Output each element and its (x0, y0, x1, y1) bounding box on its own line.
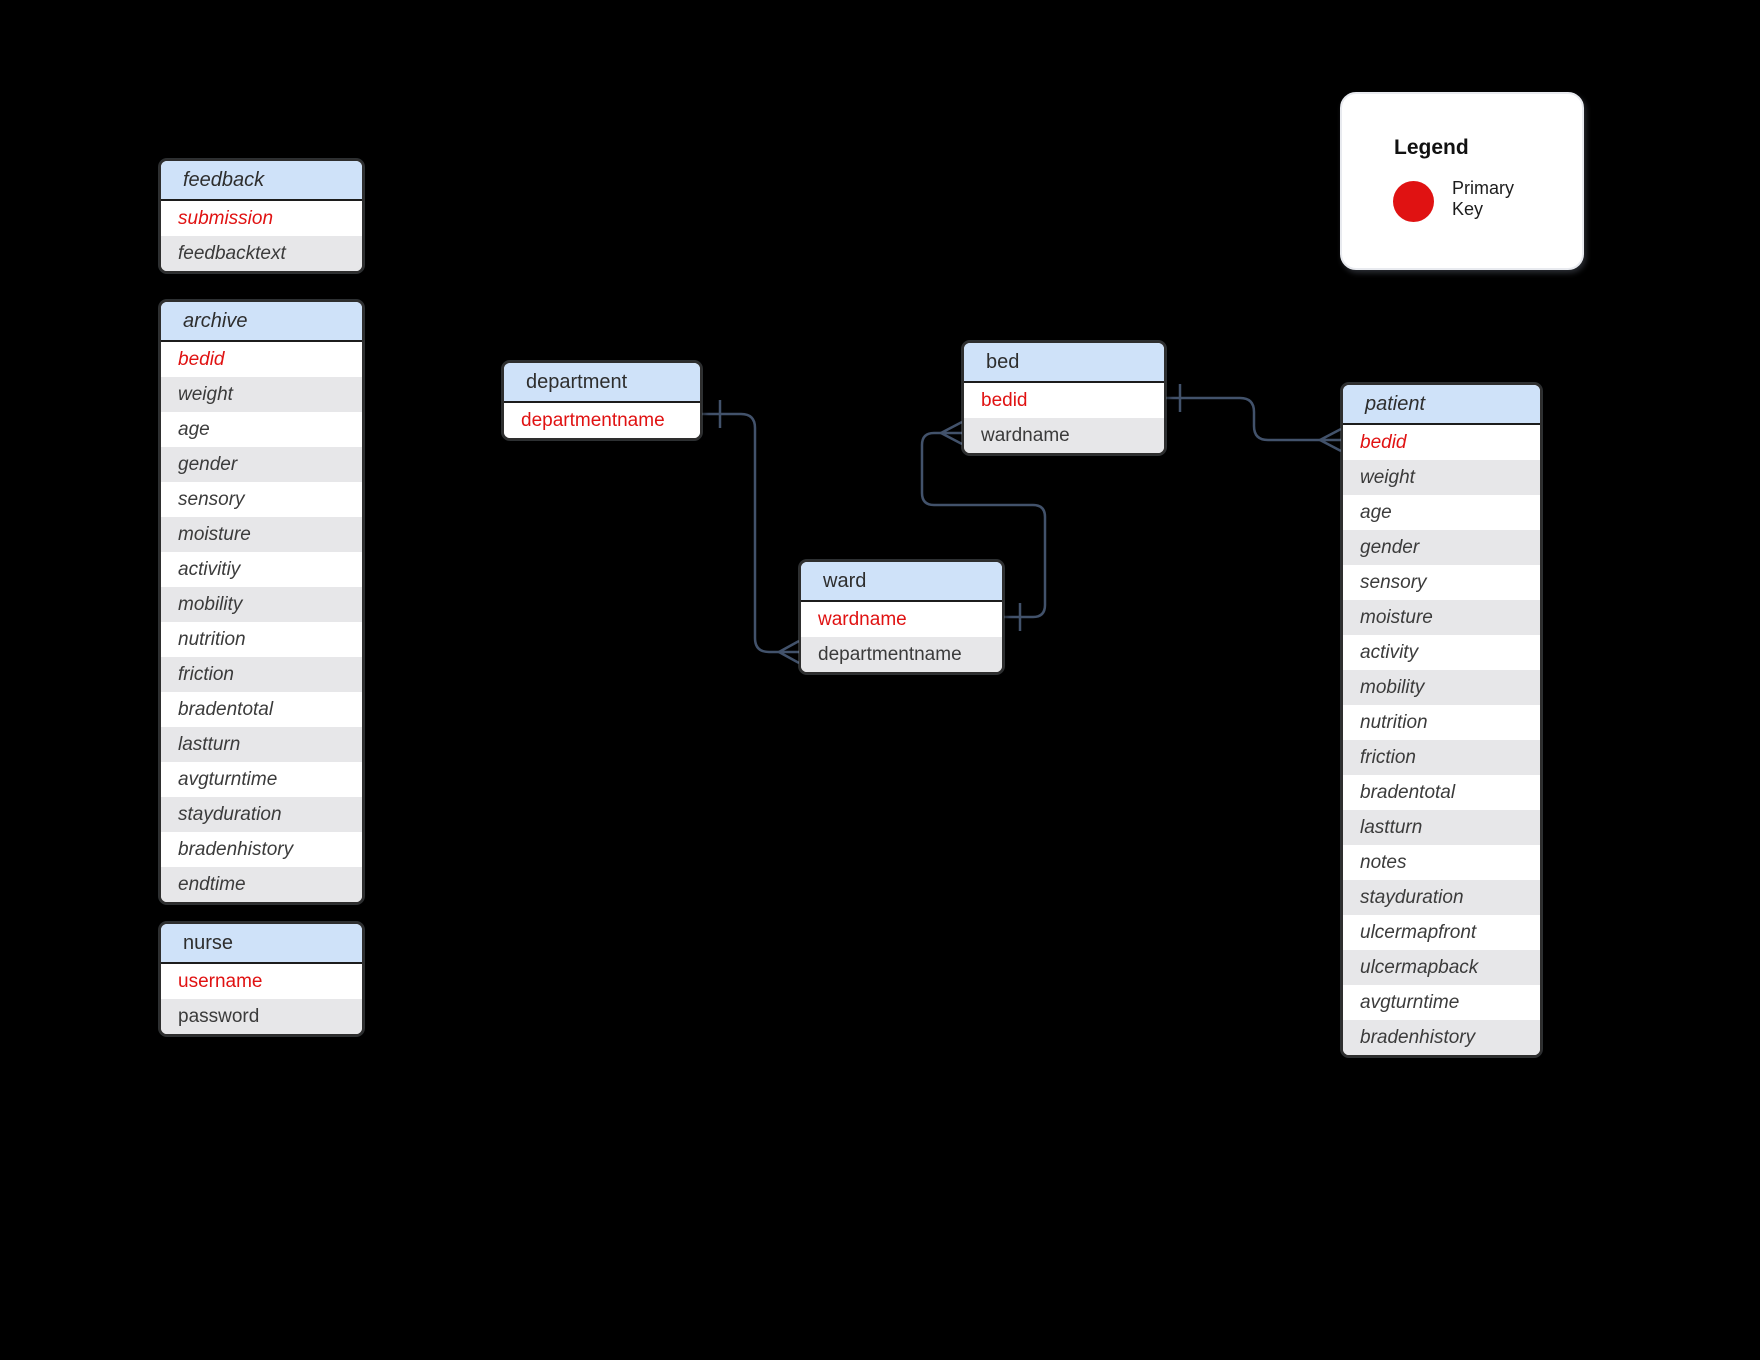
field-archive-friction[interactable]: friction (161, 657, 362, 692)
crow-foot-icon (1318, 427, 1342, 453)
entity-title-department[interactable]: department (504, 363, 700, 403)
field-department-departmentname[interactable]: departmentname (504, 403, 700, 438)
field-ward-departmentname[interactable]: departmentname (801, 637, 1002, 672)
field-patient-nutrition[interactable]: nutrition (1343, 705, 1540, 740)
field-patient-bradenhistory[interactable]: bradenhistory (1343, 1020, 1540, 1055)
field-archive-age[interactable]: age (161, 412, 362, 447)
relationship-ward-bed[interactable] (920, 420, 1047, 631)
legend-title: Legend (1394, 136, 1469, 159)
field-patient-weight[interactable]: weight (1343, 460, 1540, 495)
field-bed-bedid[interactable]: bedid (964, 383, 1164, 418)
field-feedback-feedbacktext[interactable]: feedbacktext (161, 236, 362, 271)
field-patient-ulcermapfront[interactable]: ulcermapfront (1343, 915, 1540, 950)
crow-foot-icon (777, 639, 800, 665)
connector-line (698, 412, 779, 654)
field-archive-moisture[interactable]: moisture (161, 517, 362, 552)
crow-foot-icon (939, 420, 963, 446)
field-archive-gender[interactable]: gender (161, 447, 362, 482)
field-nurse-password[interactable]: password (161, 999, 362, 1034)
field-archive-sensory[interactable]: sensory (161, 482, 362, 517)
field-patient-bradentotal[interactable]: bradentotal (1343, 775, 1540, 810)
entity-title-feedback[interactable]: feedback (161, 161, 362, 201)
field-patient-sensory[interactable]: sensory (1343, 565, 1540, 600)
field-patient-age[interactable]: age (1343, 495, 1540, 530)
legend-item-label: Primary Key (1452, 178, 1514, 219)
field-patient-moisture[interactable]: moisture (1343, 600, 1540, 635)
field-patient-bedid[interactable]: bedid (1343, 425, 1540, 460)
field-archive-endtime[interactable]: endtime (161, 867, 362, 902)
relationship-department-ward[interactable] (698, 400, 800, 665)
field-ward-wardname[interactable]: wardname (801, 602, 1002, 637)
field-archive-bedid[interactable]: bedid (161, 342, 362, 377)
connector-line (1162, 396, 1320, 442)
field-nurse-username[interactable]: username (161, 964, 362, 999)
connector-line (920, 431, 1047, 619)
legend-box[interactable]: Legend Primary Key (1340, 92, 1584, 270)
field-patient-notes[interactable]: notes (1343, 845, 1540, 880)
field-patient-ulcermapback[interactable]: ulcermapback (1343, 950, 1540, 985)
field-patient-avgturntime[interactable]: avgturntime (1343, 985, 1540, 1020)
field-patient-gender[interactable]: gender (1343, 530, 1540, 565)
field-archive-mobility[interactable]: mobility (161, 587, 362, 622)
field-archive-bradenhistory[interactable]: bradenhistory (161, 832, 362, 867)
entity-title-patient[interactable]: patient (1343, 385, 1540, 425)
field-archive-bradentotal[interactable]: bradentotal (161, 692, 362, 727)
field-patient-lastturn[interactable]: lastturn (1343, 810, 1540, 845)
field-patient-activity[interactable]: activity (1343, 635, 1540, 670)
field-patient-mobility[interactable]: mobility (1343, 670, 1540, 705)
field-archive-nutrition[interactable]: nutrition (161, 622, 362, 657)
field-archive-activitiy[interactable]: activitiy (161, 552, 362, 587)
entity-title-ward[interactable]: ward (801, 562, 1002, 602)
field-patient-friction[interactable]: friction (1343, 740, 1540, 775)
field-archive-lastturn[interactable]: lastturn (161, 727, 362, 762)
field-archive-avgturntime[interactable]: avgturntime (161, 762, 362, 797)
primary-key-dot-icon (1393, 181, 1434, 222)
entity-title-archive[interactable]: archive (161, 302, 362, 342)
field-patient-stayduration[interactable]: stayduration (1343, 880, 1540, 915)
entity-title-bed[interactable]: bed (964, 343, 1164, 383)
entity-title-nurse[interactable]: nurse (161, 924, 362, 964)
field-bed-wardname[interactable]: wardname (964, 418, 1164, 453)
field-feedback-submission[interactable]: submission (161, 201, 362, 236)
field-archive-stayduration[interactable]: stayduration (161, 797, 362, 832)
field-archive-weight[interactable]: weight (161, 377, 362, 412)
relationship-bed-patient[interactable] (1162, 384, 1342, 453)
